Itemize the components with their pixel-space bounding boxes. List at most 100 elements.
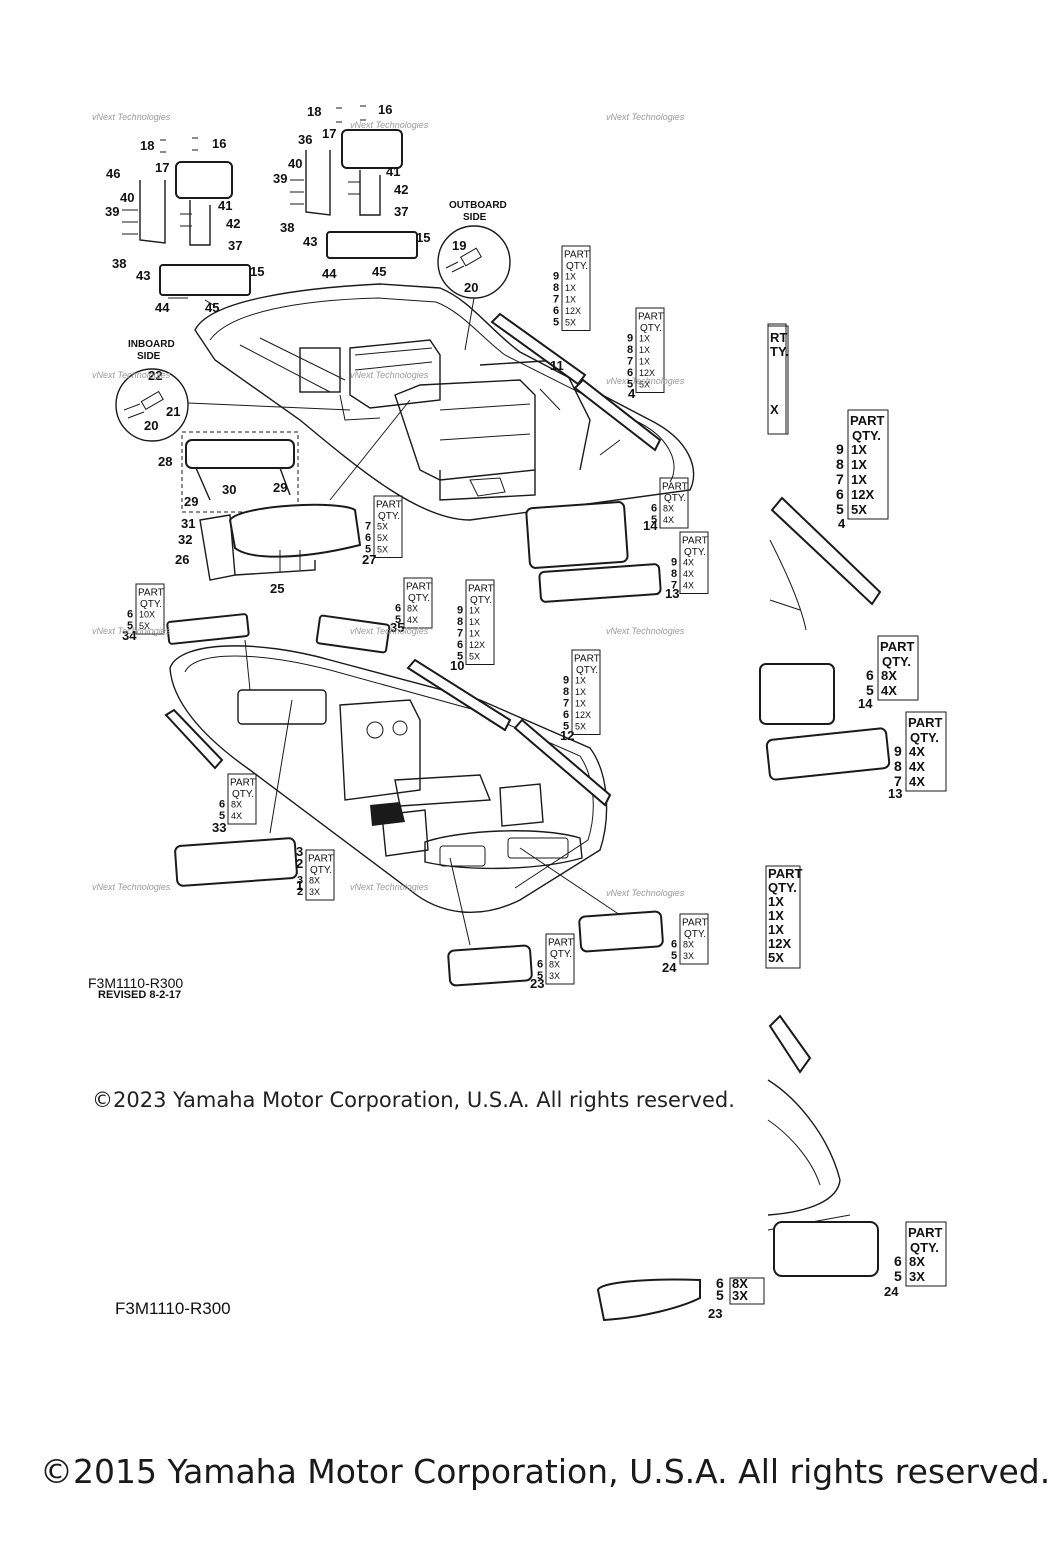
qty-row-qty: 4X: [909, 744, 925, 759]
part-number: 21: [166, 404, 180, 419]
part-number: 40: [288, 156, 302, 171]
qty-row-part: 5: [537, 970, 543, 982]
part-number: 22: [148, 368, 162, 383]
upper-boat-assembly: [194, 283, 695, 521]
outboard-side-callout: OUTBOARD SIDE: [437, 200, 511, 351]
qty-row-part: 7: [563, 698, 569, 710]
qty-header-qty: QTY.: [408, 593, 430, 604]
part-number: 26: [175, 552, 189, 567]
qty-header-part: PART: [138, 588, 164, 599]
qty-header-qty: QTY.: [882, 654, 911, 669]
qty-header-qty: QTY.: [140, 599, 162, 610]
part-number: 44: [155, 300, 170, 315]
partial-table-text: 1X: [768, 908, 784, 923]
part-number: 33: [212, 820, 226, 835]
partial-table-text: 1X: [768, 894, 784, 909]
seat-back-left: [122, 137, 251, 307]
part-number: 10: [450, 658, 464, 673]
qty-row-part: 6: [866, 667, 874, 683]
part-number: 45: [205, 300, 219, 315]
qty-row-qty: 4X: [407, 615, 418, 625]
partial-table-text: 12X: [768, 936, 791, 951]
qty-row-part: 7: [553, 294, 559, 306]
watermark: vNext Technologies: [606, 112, 685, 122]
qty-header-part: PART: [564, 250, 590, 261]
qty-header-part: PART: [230, 778, 256, 789]
qty-table-frame: [305, 849, 335, 901]
qty-table-frame: [905, 711, 947, 792]
qty-header-qty: QTY.: [640, 323, 662, 334]
qty-row-part: 6: [365, 532, 371, 544]
watermark: vNext Technologies: [92, 112, 171, 122]
partial-table-text: RT: [770, 330, 787, 345]
inboard-side-label-1: INBOARD: [128, 339, 175, 350]
qty-row-qty: 5X: [575, 722, 586, 732]
qty-row-qty: 4X: [683, 569, 694, 579]
qty-row-qty: 8X: [231, 800, 242, 810]
qty-row-part: 5: [866, 682, 874, 698]
partial-table-text: 6: [716, 1275, 724, 1291]
qty-row-part: 6: [457, 639, 463, 651]
qty-header-qty: QTY.: [470, 595, 492, 606]
qty-row-qty: 5X: [377, 533, 388, 543]
part-number: 14: [858, 696, 873, 711]
qty-row-part: 5: [395, 614, 401, 626]
qty-header-part: PART: [548, 938, 574, 949]
seat-back-right: [290, 105, 418, 259]
part-number: 29: [273, 480, 287, 495]
part-number: 20: [464, 280, 478, 295]
qty-row-qty: 5X: [851, 502, 867, 517]
qty-row-qty: 8X: [549, 960, 560, 970]
partial-table-text: 5X: [768, 950, 784, 965]
qty-row-qty: 1X: [575, 687, 586, 697]
qty-row-qty: 8X: [663, 504, 674, 514]
qty-row-qty: 1X: [639, 357, 650, 367]
qty-row-part: 8: [836, 456, 844, 472]
qty-row-qty: 5X: [377, 522, 388, 532]
bench-seat: [199, 399, 411, 581]
qty-row-part: 9: [627, 333, 633, 345]
qty-row-qty: 4X: [683, 581, 694, 591]
part-number: 36: [298, 132, 312, 147]
part-number: 37: [228, 238, 242, 253]
qty-table-frame: [545, 933, 575, 985]
part-number: 12: [560, 728, 574, 743]
qty-header-qty: QTY.: [664, 493, 686, 504]
watermark: vNext Technologies: [92, 882, 171, 892]
part-number: 2: [296, 856, 303, 871]
part-number: 41: [386, 164, 400, 179]
qty-row-qty: 1X: [565, 295, 576, 305]
qty-row-part: 9: [563, 675, 569, 687]
copyright-2015: ©2015 Yamaha Motor Corporation, U.S.A. A…: [40, 1452, 1050, 1491]
qty-row-qty: 8X: [683, 940, 694, 950]
qty-row-qty: 3X: [309, 887, 320, 897]
figure-code-repeat: F3M1110-R300: [115, 1299, 231, 1318]
part-number: 13: [888, 786, 902, 801]
watermark: vNext Technologies: [606, 626, 685, 636]
part-number: 39: [273, 171, 287, 186]
qty-row-part: 6: [671, 939, 677, 951]
part-number: 44: [322, 266, 337, 281]
parts-diagram: .ln { fill:none; stroke:#1a1a1a; stroke-…: [92, 102, 947, 1322]
outboard-side-label-1: OUTBOARD: [449, 200, 507, 211]
part-number: 28: [158, 454, 172, 469]
qty-row-qty: 1X: [469, 617, 480, 627]
qty-row-qty: 3X: [909, 1269, 925, 1284]
qty-header-part: PART: [880, 639, 914, 654]
watermark: vNext Technologies: [350, 370, 429, 380]
qty-table-frame: [373, 495, 403, 558]
part-number: 20: [144, 418, 158, 433]
partial-tables: RT TY. X PART QTY. 1X 1X 1X 12X 5X 8X 3X…: [716, 325, 802, 1305]
watermark: vNext Technologies: [606, 376, 685, 386]
qty-table-frame: [877, 635, 919, 701]
part-number: 34: [122, 628, 137, 643]
outboard-side-label-2: SIDE: [463, 212, 487, 223]
partial-table-text: 8X: [732, 1276, 748, 1291]
qty-row-qty: 1X: [469, 606, 480, 616]
qty-row-qty: 1X: [639, 334, 650, 344]
qty-row-part: 6: [894, 1253, 902, 1269]
